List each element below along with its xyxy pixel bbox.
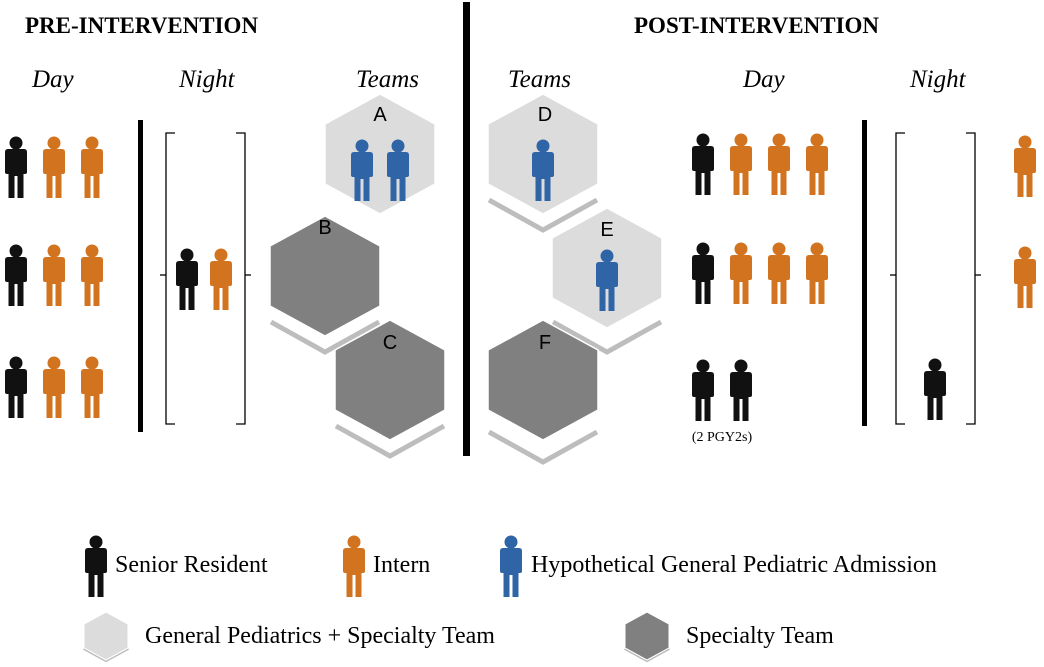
intern-icon [730, 133, 752, 195]
team-f-shape [487, 319, 599, 441]
team-c-shape [334, 319, 446, 441]
post-night-label: Night [909, 66, 967, 93]
pre-night-label: Night [178, 66, 236, 93]
team-a-hexagon: A [324, 93, 436, 215]
team-c-hexagon: C [334, 319, 446, 459]
general-team-hex-icon [83, 611, 129, 661]
team-f-label: F [539, 332, 551, 354]
senior-resident-icon [692, 133, 714, 195]
pre-night-bracket-left [165, 132, 175, 425]
specialty-team-hex-icon [624, 611, 670, 661]
team-f-hexagon: F [487, 319, 599, 465]
senior-resident-icon [5, 244, 27, 306]
team-b-shadow [269, 319, 381, 355]
team-f-shadow [487, 429, 599, 465]
legend-senior-label: Senior Resident [115, 552, 268, 578]
team-a-shape [324, 93, 436, 215]
team-e-shadow [551, 319, 663, 355]
post-intervention-heading: POST-INTERVENTION [634, 13, 879, 38]
team-b-hexagon: B [269, 215, 381, 355]
intern-icon [806, 133, 828, 195]
intern-icon [768, 133, 790, 195]
central-divider [463, 2, 470, 456]
pre-night-bracket-right [236, 132, 246, 425]
post-day-label: Day [742, 66, 786, 93]
pre-day-night-divider [138, 120, 143, 432]
legend-intern-label: Intern [373, 552, 430, 578]
senior-resident-icon [692, 359, 714, 421]
intern-icon [43, 136, 65, 198]
legend-general-team-label: General Pediatrics + Specialty Team [145, 623, 495, 649]
team-d-shadow [487, 197, 599, 233]
senior-resident-icon [5, 356, 27, 418]
intern-icon [43, 356, 65, 418]
intern-icon [1014, 135, 1036, 197]
pre-intervention-heading: PRE-INTERVENTION [25, 13, 258, 38]
senior-resident-icon [692, 242, 714, 304]
intern-icon [768, 242, 790, 304]
intern-icon [81, 356, 103, 418]
legend-admission-label: Hypothetical General Pediatric Admission [531, 552, 937, 578]
intern-icon [730, 242, 752, 304]
intern-icon [210, 248, 232, 310]
post-night-bracket-right [966, 132, 976, 425]
pgy2-note: (2 PGY2s) [692, 430, 753, 445]
team-c-shadow [334, 423, 446, 459]
intern-icon [81, 136, 103, 198]
post-teams-label: Teams [508, 66, 571, 93]
intern-icon [81, 244, 103, 306]
senior-resident-icon [85, 535, 107, 597]
post-day-night-divider [862, 120, 867, 426]
intern-icon [343, 535, 365, 597]
pre-day-label: Day [31, 66, 75, 93]
admission-icon [500, 535, 522, 597]
senior-resident-icon [730, 359, 752, 421]
legend: Senior Resident Intern Hypothetical Gene… [83, 535, 937, 663]
legend-specialty-team-label: Specialty Team [686, 623, 834, 649]
pre-teams-label: Teams [356, 66, 419, 93]
team-c-label: C [383, 332, 397, 354]
post-night-bracket-left [895, 132, 905, 425]
team-e-label: E [600, 219, 613, 241]
team-b-label: B [318, 217, 331, 239]
intern-icon [43, 244, 65, 306]
senior-resident-icon [924, 358, 946, 420]
team-a-label: A [373, 104, 387, 126]
senior-resident-icon [176, 248, 198, 310]
intern-icon [1014, 246, 1036, 308]
intern-icon [806, 242, 828, 304]
team-d-label: D [538, 104, 552, 126]
team-b-shape [269, 215, 381, 337]
senior-resident-icon [5, 136, 27, 198]
